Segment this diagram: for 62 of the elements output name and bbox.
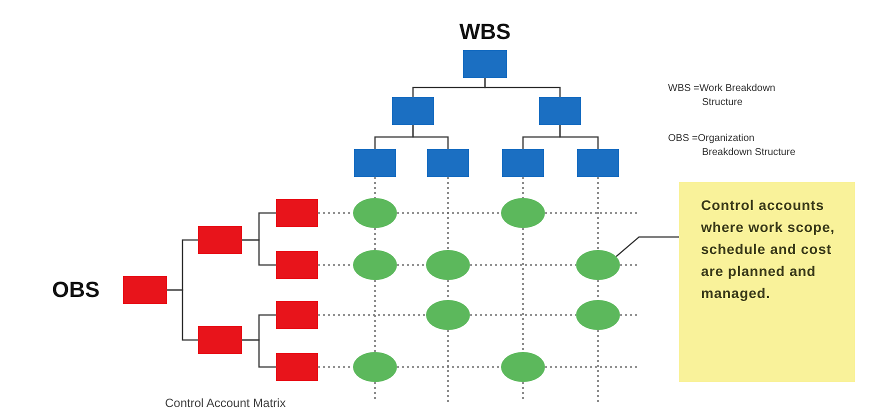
abbreviation-note: WBS =Work Breakdown Structure bbox=[668, 82, 776, 110]
structure-box bbox=[539, 97, 581, 125]
abbreviation-note: OBS =Organization Breakdown Structure bbox=[668, 132, 796, 160]
grid-line bbox=[318, 264, 353, 266]
grid-line bbox=[374, 228, 376, 250]
leader-line bbox=[616, 236, 679, 257]
grid-line bbox=[470, 264, 576, 266]
structure-box bbox=[276, 353, 318, 381]
structure-box bbox=[276, 301, 318, 329]
control-account-circle bbox=[353, 198, 397, 228]
structure-box bbox=[392, 97, 434, 125]
grid-line bbox=[397, 366, 501, 368]
grid-line bbox=[318, 366, 353, 368]
grid-line bbox=[397, 264, 426, 266]
tree-connector bbox=[484, 78, 561, 97]
tree-connector bbox=[167, 289, 198, 341]
structure-box bbox=[502, 149, 544, 177]
grid-line bbox=[374, 382, 376, 402]
structure-label: OBS bbox=[52, 277, 100, 303]
grid-line bbox=[545, 212, 637, 214]
grid-line bbox=[620, 314, 637, 316]
tree-connector bbox=[242, 339, 276, 368]
grid-line bbox=[397, 212, 501, 214]
tree-connector bbox=[242, 239, 276, 266]
grid-line bbox=[318, 212, 353, 214]
grid-line bbox=[522, 382, 524, 402]
control-account-circle bbox=[576, 300, 620, 330]
structure-box bbox=[276, 199, 318, 227]
grid-line bbox=[597, 177, 599, 250]
structure-box bbox=[198, 226, 242, 254]
grid-line bbox=[597, 280, 599, 300]
control-account-circle bbox=[501, 198, 545, 228]
structure-box bbox=[276, 251, 318, 279]
structure-box bbox=[354, 149, 396, 177]
structure-box bbox=[123, 276, 167, 304]
tree-connector bbox=[412, 125, 449, 149]
structure-box bbox=[463, 50, 507, 78]
grid-line bbox=[522, 177, 524, 198]
control-account-circle bbox=[353, 352, 397, 382]
grid-line bbox=[318, 314, 426, 316]
control-account-circle bbox=[426, 300, 470, 330]
structure-box bbox=[198, 326, 242, 354]
tree-connector bbox=[559, 125, 599, 149]
control-account-circle bbox=[501, 352, 545, 382]
structure-box bbox=[427, 149, 469, 177]
grid-line bbox=[545, 366, 637, 368]
grid-line bbox=[447, 177, 449, 250]
grid-line bbox=[597, 330, 599, 402]
grid-line bbox=[522, 228, 524, 352]
grid-line bbox=[374, 177, 376, 198]
control-account-circle bbox=[353, 250, 397, 280]
grid-line bbox=[374, 280, 376, 352]
grid-line bbox=[447, 280, 449, 300]
control-account-circle bbox=[576, 250, 620, 280]
grid-line bbox=[470, 314, 576, 316]
structure-label: WBS bbox=[458, 19, 512, 45]
grid-line bbox=[620, 264, 637, 266]
note-box: Control accounts where work scope, schedule and cost are planned and managed. bbox=[679, 182, 855, 382]
structure-box bbox=[577, 149, 619, 177]
diagram-caption: Control Account Matrix bbox=[165, 396, 286, 410]
control-account-circle bbox=[426, 250, 470, 280]
grid-line bbox=[447, 330, 449, 402]
